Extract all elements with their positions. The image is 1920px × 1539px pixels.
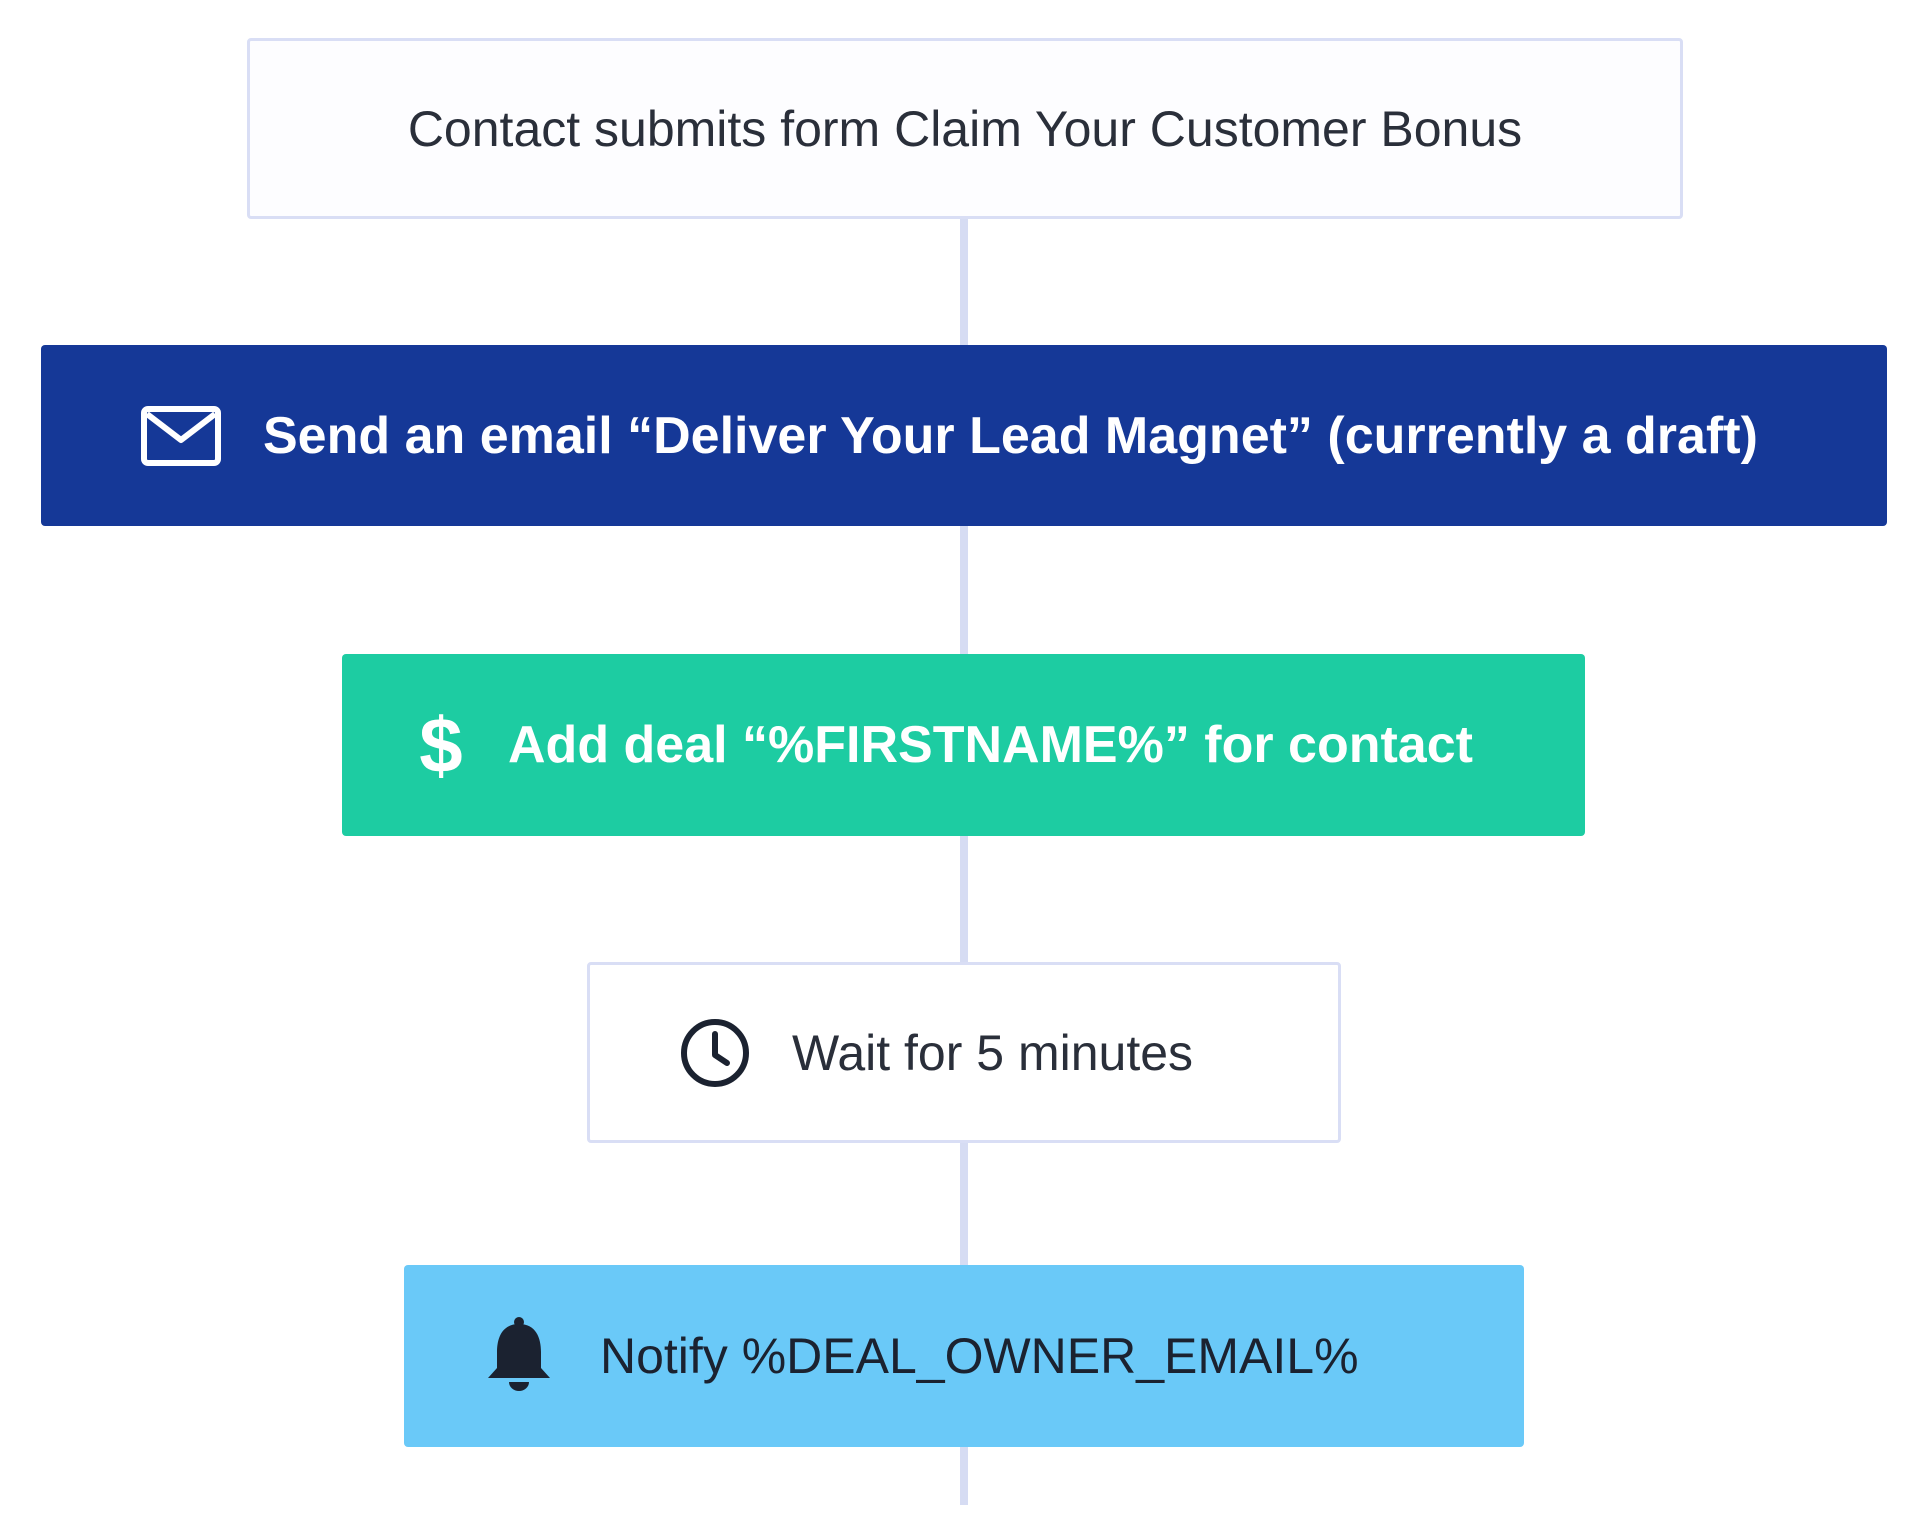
dollar-icon: $ [419,701,463,789]
connector-email-to-deal [960,526,968,654]
send-email-node[interactable]: Send an email “Deliver Your Lead Magnet”… [41,345,1887,526]
connector-trigger-to-email [960,219,968,345]
clock-icon [678,1016,752,1090]
add-deal-node[interactable]: $ Add deal “%FIRSTNAME%” for contact [342,654,1585,836]
notify-label: Notify %DEAL_OWNER_EMAIL% [600,1328,1359,1384]
trigger-label: Contact submits form Claim Your Customer… [407,100,1523,157]
add-deal-label: Add deal “%FIRSTNAME%” for contact [508,716,1473,774]
envelope-icon [141,405,221,466]
bell-icon [484,1316,554,1396]
connector-wait-to-notify [960,1143,968,1265]
connector-notify-to-next [960,1447,968,1505]
wait-node[interactable]: Wait for 5 minutes [587,962,1341,1143]
wait-label: Wait for 5 minutes [792,1024,1194,1081]
trigger-node[interactable]: Contact submits form Claim Your Customer… [247,38,1683,219]
notify-node[interactable]: Notify %DEAL_OWNER_EMAIL% [404,1265,1524,1447]
connector-deal-to-wait [960,836,968,962]
send-email-label: Send an email “Deliver Your Lead Magnet”… [263,406,1758,465]
